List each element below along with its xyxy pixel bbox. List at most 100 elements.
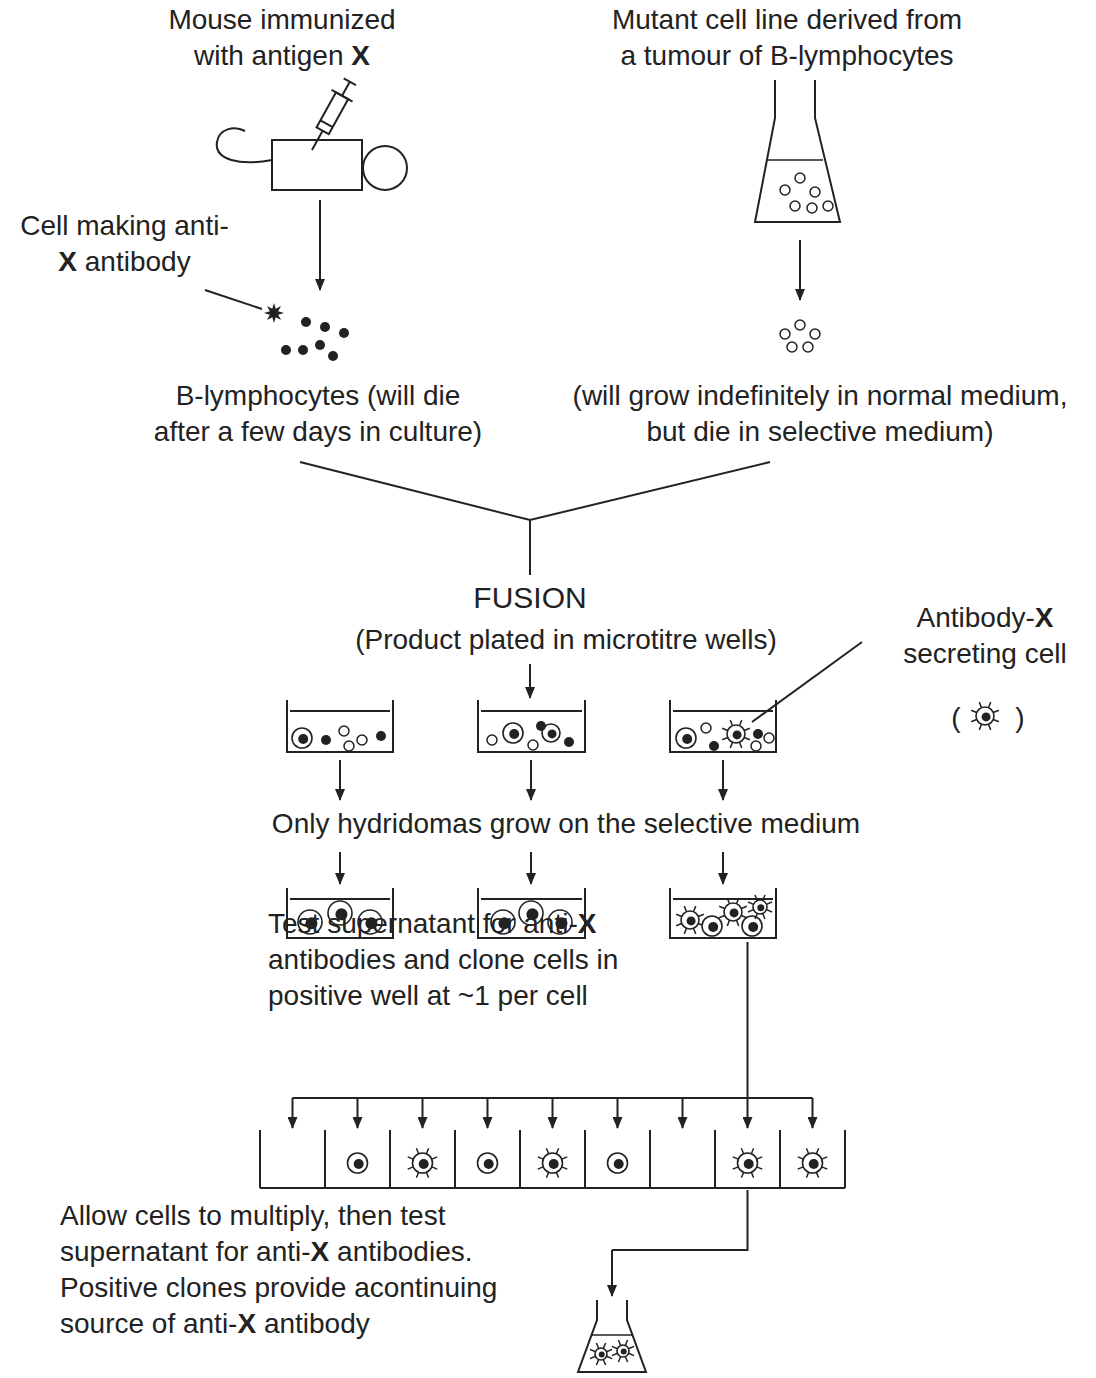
process-arrow <box>747 1098 749 1128</box>
antibody-spike <box>416 1172 418 1178</box>
antibody-spike <box>607 1356 613 1358</box>
hybridoma-cell <box>702 916 722 936</box>
cell-nucleus <box>599 1352 605 1358</box>
b-lymphocyte <box>376 731 386 741</box>
antibody-spike <box>763 913 765 919</box>
antibody-spike <box>730 720 732 726</box>
antibody-spike <box>562 1167 568 1169</box>
hybridoma-cell <box>742 916 762 936</box>
antibody-secreting-cell <box>748 895 772 919</box>
antibody-spike <box>741 1172 743 1178</box>
antibody-spike <box>556 1172 558 1178</box>
medium-level <box>481 898 582 900</box>
process-arrow <box>319 200 321 290</box>
process-arrow <box>339 760 341 800</box>
cell-membrane <box>738 1153 758 1173</box>
cell-membrane <box>803 1153 823 1173</box>
emphasis: X <box>58 246 77 277</box>
antibody-spike <box>766 910 772 912</box>
antibody-spike <box>993 719 999 721</box>
antibody-spike <box>798 1157 804 1159</box>
cell-membrane <box>503 723 523 743</box>
antibody-spike <box>822 1167 828 1169</box>
b-lymphocyte <box>328 351 338 361</box>
step-note: Test supernatant for anti-X antibodies a… <box>268 906 688 1014</box>
antibody-spike <box>590 1356 596 1358</box>
antibody-spike <box>730 742 732 748</box>
antibody-spike <box>757 1157 763 1159</box>
caption-text: B-lymphocytes (will die after a few days… <box>148 378 488 450</box>
myeloma-cell <box>810 329 820 339</box>
myeloma-cell <box>787 342 797 352</box>
cell-nucleus <box>744 1159 754 1169</box>
antibody-spike <box>719 906 725 908</box>
microtitre-strip <box>714 1130 716 1188</box>
merge-line <box>300 462 770 520</box>
mouse-head <box>363 146 407 190</box>
antibody-spike <box>988 724 990 730</box>
myeloma-cell <box>810 187 820 197</box>
microtitre-strip <box>389 1130 391 1188</box>
text-run: (will grow indefinitely in normal medium… <box>573 380 1068 447</box>
antibody-spike <box>618 1340 620 1346</box>
antibody-spike <box>590 1349 596 1351</box>
cell-nucleus <box>549 1159 559 1169</box>
antibody-spike <box>625 1340 627 1346</box>
antibody-spike <box>684 928 686 934</box>
cell-nucleus <box>757 904 764 911</box>
antibody-spike <box>693 906 695 912</box>
syringe-barrel <box>317 92 349 134</box>
myeloma-cell <box>487 735 497 745</box>
text-run: Only hydridomas grow on the selective me… <box>272 808 860 839</box>
text-run: Antibody- <box>917 602 1035 633</box>
antibody-spike <box>736 898 738 904</box>
antibody-spike <box>755 895 757 901</box>
antibody-spike <box>751 1172 753 1178</box>
process-arrow <box>812 1098 814 1128</box>
cell-membrane <box>595 1348 607 1360</box>
myeloma-cell <box>528 740 538 750</box>
emphasis: X <box>1035 602 1054 633</box>
process-arrow <box>530 760 532 800</box>
process-arrow <box>530 852 532 884</box>
cell-membrane <box>976 707 994 725</box>
process-arrow <box>617 1098 619 1128</box>
myeloma-cell <box>344 741 354 751</box>
antibody-spike <box>612 1353 618 1355</box>
cell-membrane <box>348 1153 368 1173</box>
text-run: FUSION <box>473 581 586 614</box>
process-arrow <box>529 664 531 698</box>
antibody-spike <box>748 910 754 912</box>
emphasis: X <box>578 908 597 939</box>
symbol-bracket: ( <box>946 700 966 736</box>
culture-flask <box>578 1300 646 1372</box>
antibody-spike <box>562 1157 568 1159</box>
process-arrow <box>611 1250 613 1296</box>
antibody-spike <box>816 1148 818 1154</box>
antibody-spike <box>727 898 729 904</box>
b-lymphocyte <box>315 340 325 350</box>
syringe-rod <box>342 82 350 96</box>
antibody-spike <box>741 906 747 908</box>
medium-level <box>673 710 773 712</box>
antibody-spike <box>748 902 754 904</box>
antibody-spike <box>603 1343 605 1349</box>
myeloma-cell <box>780 329 790 339</box>
antibody-secreting-cell <box>590 1343 612 1365</box>
cell-nucleus <box>809 1159 819 1169</box>
myeloma-cell <box>795 320 805 330</box>
cell-membrane <box>543 1153 563 1173</box>
antibody-spike <box>971 710 977 712</box>
antibody-spike <box>751 1148 753 1154</box>
text-run: antibody <box>77 246 191 277</box>
process-arrow <box>339 852 341 884</box>
cell-membrane <box>681 911 699 929</box>
antibody-spike <box>432 1157 438 1159</box>
process-arrow <box>487 1098 489 1128</box>
myeloma-cell <box>803 342 813 352</box>
microtitre-well <box>287 700 393 752</box>
antibody-secreting-cell <box>408 1148 438 1178</box>
antibody-secreting-cell <box>538 1148 568 1178</box>
cell-membrane <box>742 916 762 936</box>
